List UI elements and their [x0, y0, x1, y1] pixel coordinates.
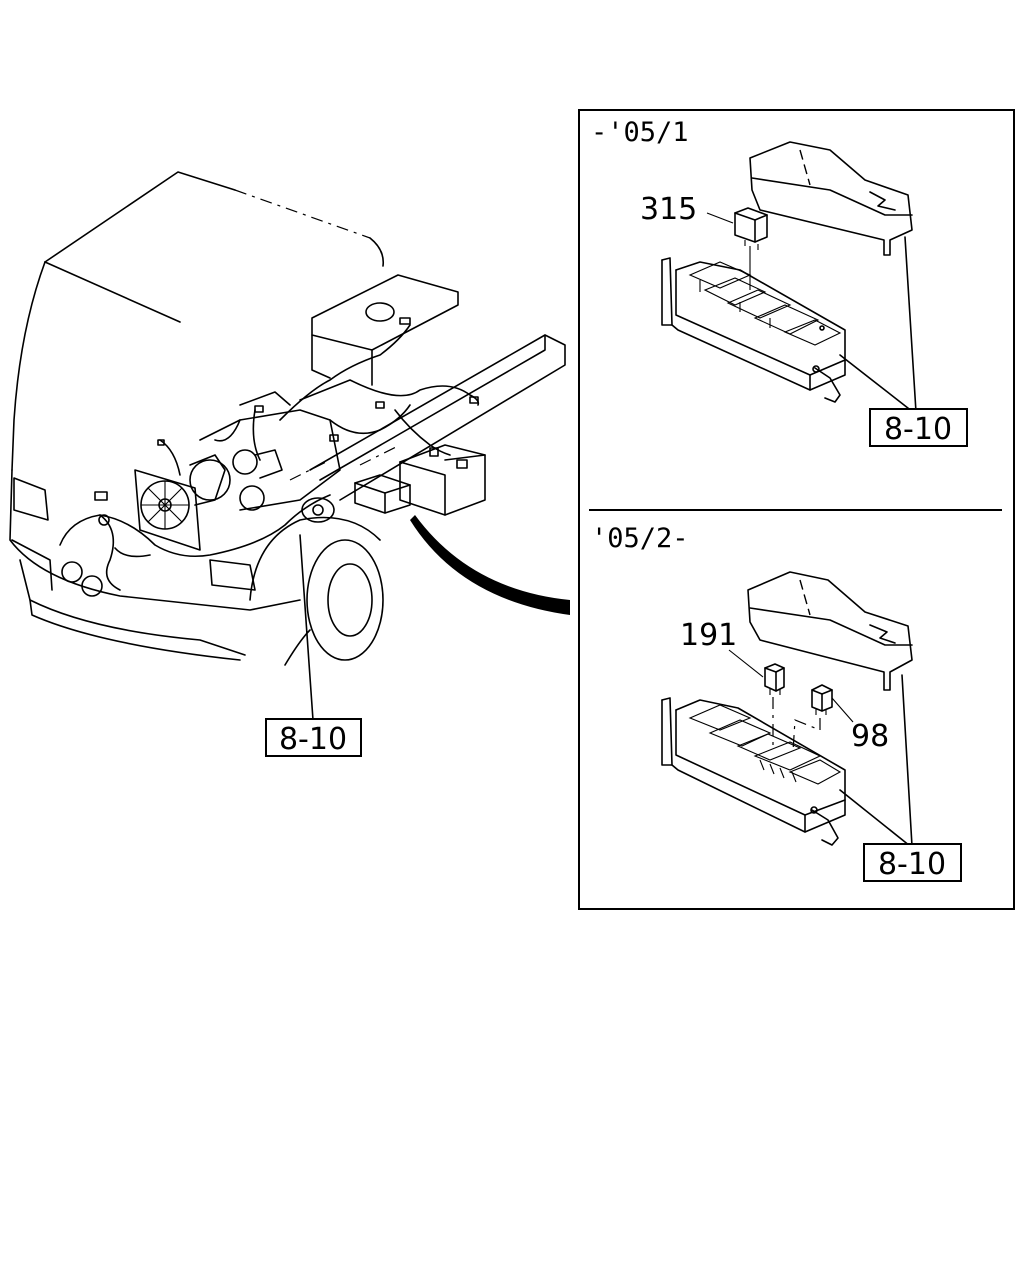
- truck-illustration: [9, 171, 566, 666]
- bottom-panel-period-label: '05/2-: [591, 523, 689, 554]
- top-callout-8-10: 8-10: [869, 408, 968, 447]
- inset-frame: [578, 109, 1015, 910]
- top-panel-period-label: -'05/1: [591, 117, 689, 148]
- top-fuse-box-base: [661, 257, 846, 403]
- main-callout-label: 8-10: [279, 722, 347, 757]
- top-part-315-label: 315: [640, 192, 697, 227]
- bottom-callout-label: 8-10: [878, 847, 946, 882]
- bottom-part-98-label: 98: [851, 719, 889, 754]
- bottom-fuse-box-cover: [747, 571, 913, 691]
- top-fuse-box-cover: [749, 141, 913, 256]
- top-relay-315: [734, 207, 768, 250]
- bottom-relay-98: [811, 684, 833, 715]
- main-callout-8-10: 8-10: [265, 718, 362, 757]
- bottom-fuse-box-base: [661, 697, 846, 846]
- bottom-callout-8-10: 8-10: [863, 843, 962, 882]
- inset-pointer-arrow: [410, 515, 570, 615]
- top-callout-label: 8-10: [884, 412, 952, 447]
- bottom-relay-191: [764, 663, 785, 695]
- bottom-part-191-label: 191: [680, 618, 737, 653]
- main-callout-leader: [299, 534, 314, 721]
